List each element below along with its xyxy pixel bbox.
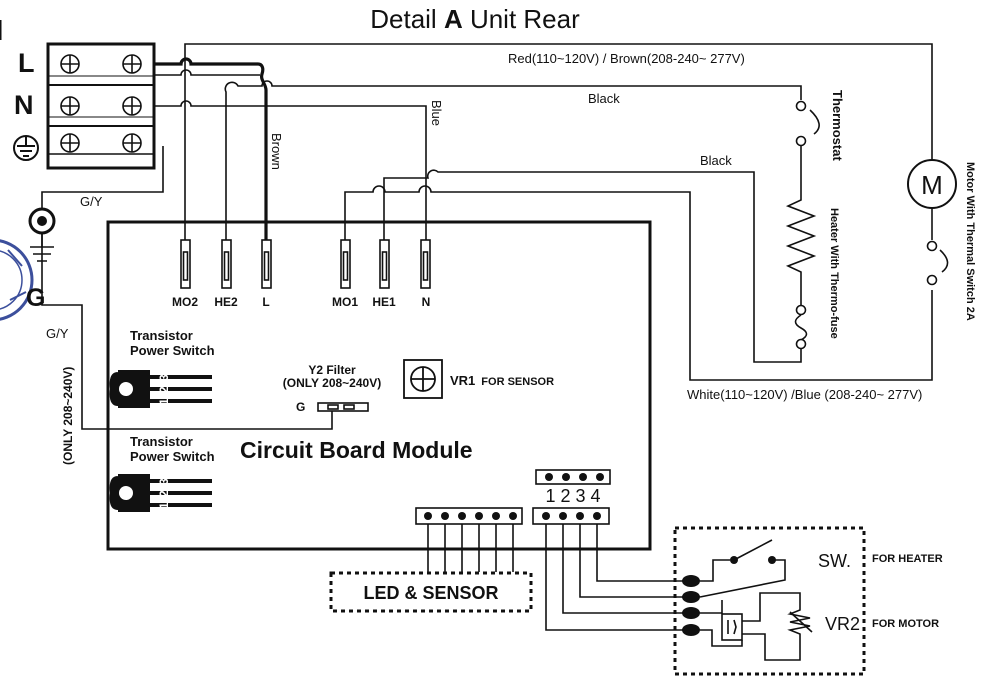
transistor-1-pin-1: 1	[157, 398, 171, 405]
diagram-title: Detail A Unit Rear	[370, 4, 580, 34]
heater-switch-label: SW.	[818, 551, 851, 571]
connector-label-he1: HE1	[372, 295, 396, 309]
transistor-2-pin-1: 1	[157, 502, 171, 509]
connector-label-n: N	[422, 295, 431, 309]
vr1-potentiometer-icon	[403, 359, 443, 399]
motor-potentiometer-note: FOR MOTOR	[872, 618, 939, 630]
neutral-terminal-label: N	[14, 90, 34, 120]
screw-icon	[60, 54, 142, 153]
svg-text:M: M	[921, 170, 943, 200]
header-4pin-top	[535, 469, 611, 485]
header-4pin-bottom	[532, 507, 610, 525]
connector-label-mo1: MO1	[332, 295, 358, 309]
transistor-1-pin-3: 3	[157, 374, 171, 381]
connector-label-l: L	[262, 295, 269, 309]
circuit-board-outline	[106, 220, 652, 551]
connector-label-mo2: MO2	[172, 295, 198, 309]
y2-filter-connector	[317, 402, 369, 412]
switch-box	[673, 526, 866, 676]
heater-switch-icon	[699, 539, 786, 598]
transistor-1-pin-2: 2	[157, 386, 171, 393]
led-sensor-wires	[427, 524, 514, 572]
motor-potentiometer-icon	[700, 592, 813, 661]
connector-label-he2: HE2	[214, 295, 238, 309]
transistor-2-icon	[109, 474, 212, 512]
wire-label-black-1: Black	[588, 91, 620, 106]
circuit-board-title: Circuit Board Module	[240, 437, 473, 463]
heater-switch-note: FOR HEATER	[872, 553, 943, 565]
transistor-2-pin-2: 2	[157, 490, 171, 497]
wire-label-brown: Brown	[269, 133, 284, 170]
thermostat-label: Thermostat	[830, 90, 845, 161]
thermostat-switch-icon	[795, 100, 820, 182]
line-terminal-label: L	[18, 48, 35, 78]
transistor-1-icon	[109, 370, 212, 408]
wire-label-gy-side: G/Y	[46, 326, 69, 341]
quick-connectors	[682, 575, 700, 636]
header-pin-numbers: 1 2 3 4	[545, 486, 600, 506]
spade-connectors	[180, 239, 431, 289]
heater-label: Heater With Thermo-fuse	[828, 208, 840, 339]
led-sensor-box	[329, 571, 533, 613]
heater-resistor-icon	[785, 182, 817, 350]
transistor-2-pin-3: 3	[157, 478, 171, 485]
header-6pin	[415, 507, 523, 525]
y2-ground-label: G	[296, 400, 305, 414]
motor-icon: M	[907, 159, 957, 286]
ground-icon	[13, 135, 39, 161]
motor-label: Motor With Thermal Switch 2A	[964, 162, 976, 321]
terminal-block	[46, 42, 156, 170]
wire-label-red-brown: Red(110~120V) / Brown(208-240~ 277V)	[508, 51, 745, 66]
wire-label-black-2: Black	[700, 153, 732, 168]
wire-label-only-240: (ONLY 208~240V)	[61, 367, 75, 465]
wire-label-blue: Blue	[429, 100, 444, 126]
wire-label-gy-top: G/Y	[80, 194, 103, 209]
wire-label-white-blue: White(110~120V) /Blue (208-240~ 277V)	[687, 387, 922, 402]
motor-potentiometer-label: VR2	[825, 614, 860, 634]
y2-filter-label: Y2 Filter(ONLY 208~240V)	[283, 363, 381, 390]
led-sensor-label: LED & SENSOR	[363, 583, 498, 603]
stamp-seal	[0, 239, 34, 321]
ground-label: G	[26, 284, 45, 312]
